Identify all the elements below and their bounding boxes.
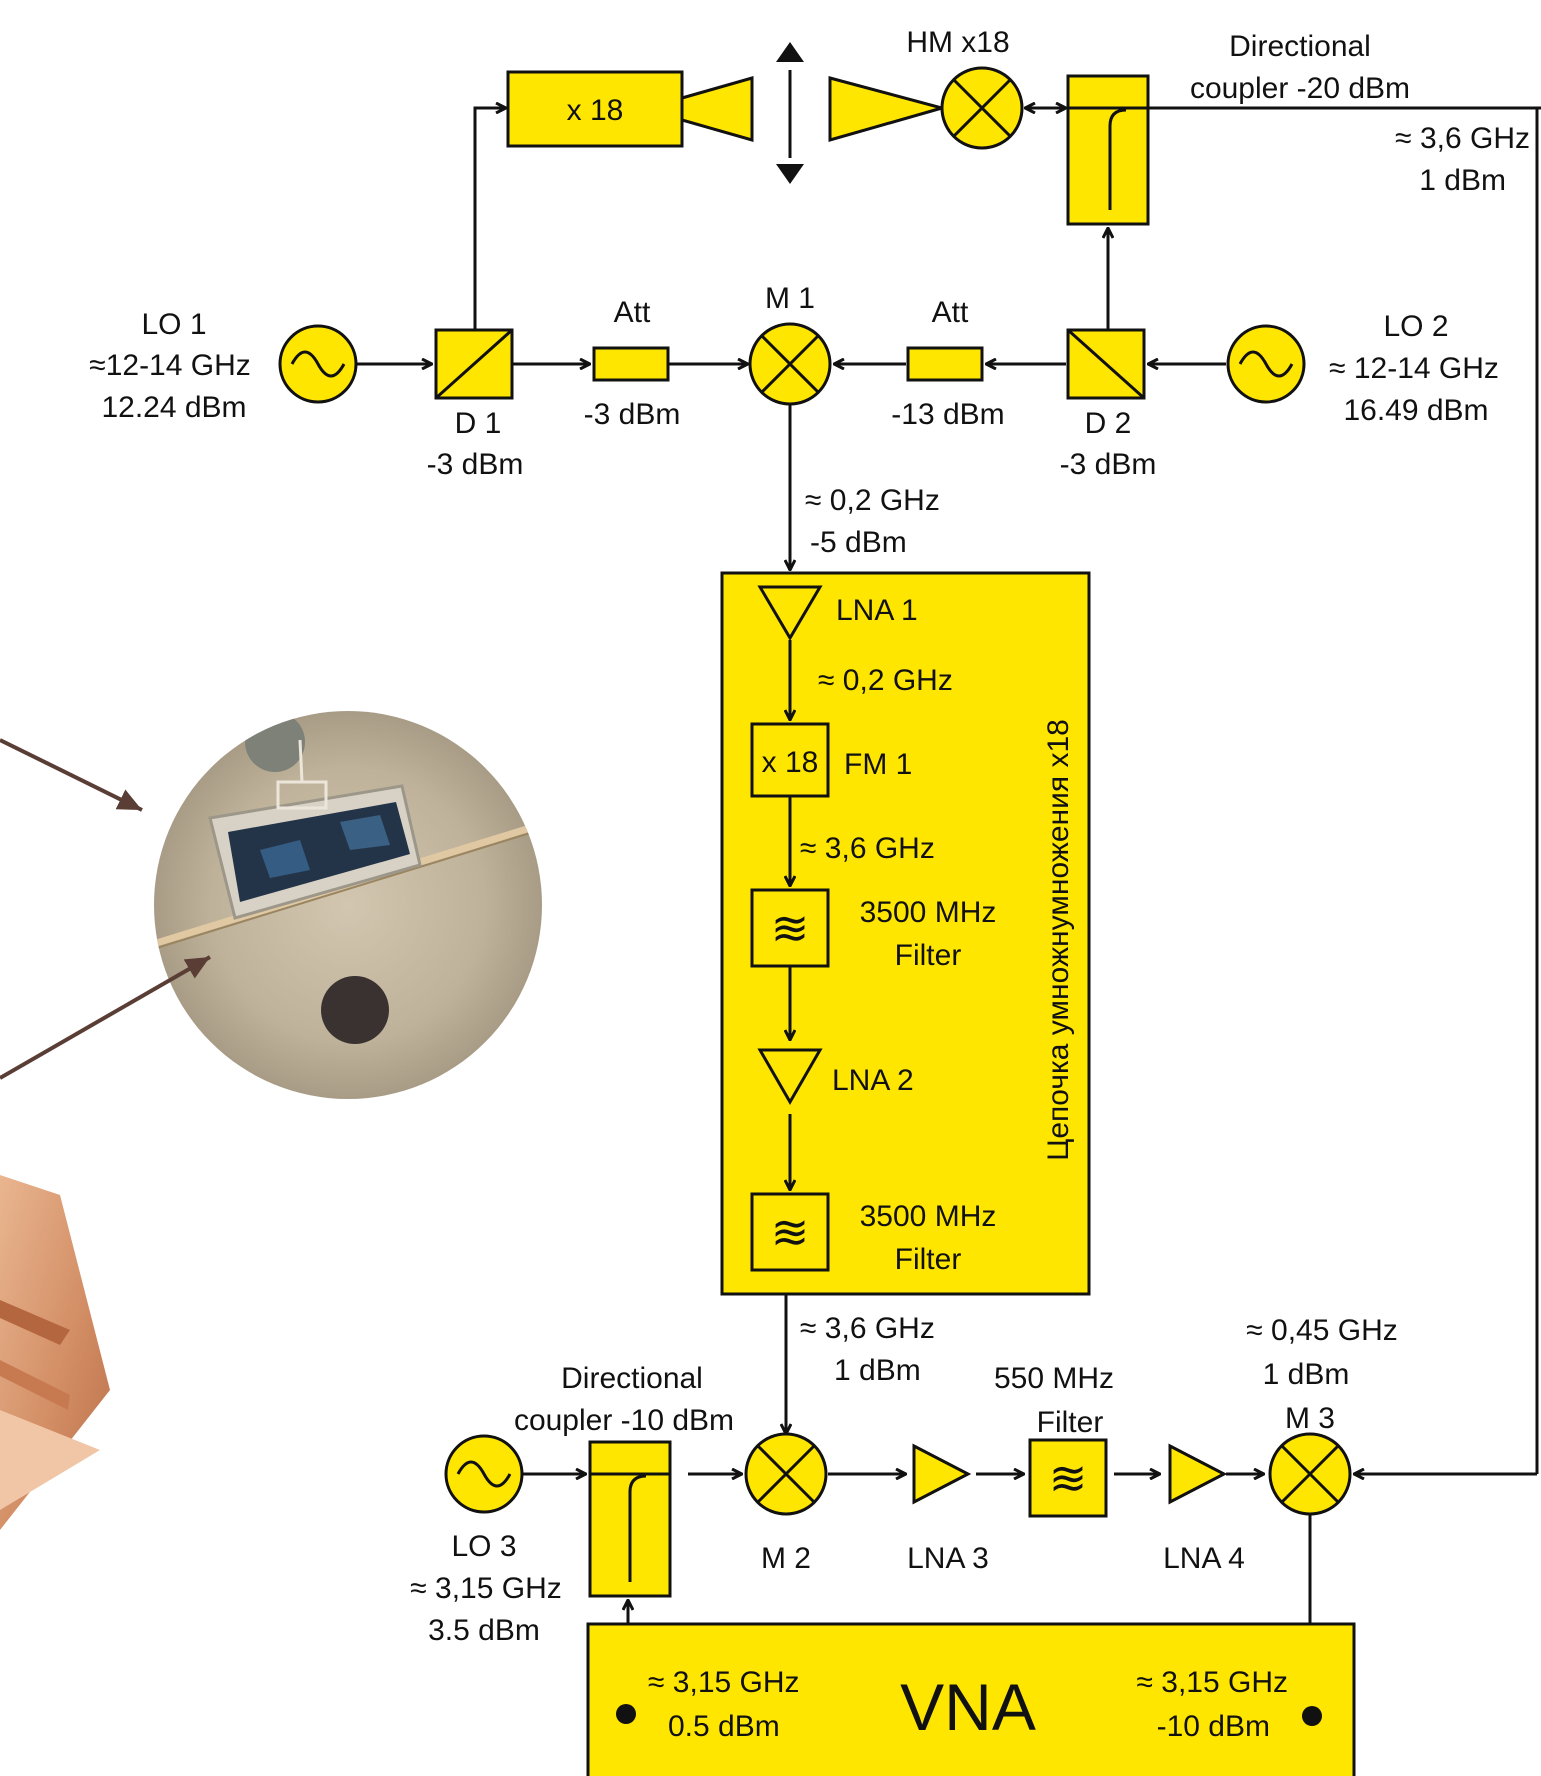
vna-left-power: 0.5 dBm [668, 1710, 780, 1743]
m1-out-freq: ≈ 0,2 GHz [805, 484, 940, 517]
att1-power: -3 dBm [584, 398, 681, 431]
m1-out-power: -5 dBm [810, 526, 907, 559]
lna4-label: LNA 4 [1163, 1542, 1245, 1575]
lna4-icon [1170, 1446, 1224, 1502]
filter2-symbol: ≋ [771, 1206, 810, 1258]
vna-port2-icon [1302, 1706, 1322, 1726]
divider-d2-icon [1068, 330, 1144, 398]
d1-name: D 1 [455, 407, 502, 440]
lo2-freq: ≈ 12-14 GHz [1329, 352, 1499, 385]
directional-coupler-bottom [590, 1442, 670, 1596]
filter550-symbol: ≋ [1049, 1452, 1088, 1504]
chain-freq2: ≈ 3,6 GHz [800, 832, 935, 865]
top-out-power: 1 dBm [1419, 164, 1506, 197]
coupler-top-line1: Directional [1229, 30, 1371, 63]
lo3-freq: ≈ 3,15 GHz [410, 1572, 562, 1605]
lna3-label: LNA 3 [907, 1542, 989, 1575]
lna1-label: LNA 1 [836, 594, 918, 627]
top-out-freq: ≈ 3,6 GHz [1395, 122, 1530, 155]
vna-right-freq: ≈ 3,15 GHz [1136, 1666, 1288, 1699]
filter1-symbol: ≋ [771, 902, 810, 954]
lo3-oscillator-icon [446, 1436, 522, 1512]
vna-title: VNA [900, 1670, 1036, 1744]
vna-right-power: -10 dBm [1157, 1710, 1270, 1743]
m1-name: M 1 [765, 282, 815, 315]
vna-port1-icon [616, 1704, 636, 1724]
filter2-line2: Filter [895, 1243, 962, 1276]
coupler-bottom-line1: Directional [561, 1362, 703, 1395]
att1-name: Att [614, 296, 651, 329]
filter550-line1: 550 MHz [994, 1362, 1114, 1395]
d1-power: -3 dBm [427, 448, 524, 481]
fm1-label: FM 1 [844, 748, 912, 781]
divider-d1-icon [436, 330, 512, 398]
d2-power: -3 dBm [1060, 448, 1157, 481]
m3-in-freq: ≈ 0,45 GHz [1246, 1314, 1398, 1347]
mixer-m2-icon [746, 1434, 826, 1514]
harmonic-mixer-icon [942, 68, 1022, 148]
lo1-oscillator-icon [280, 326, 356, 402]
mixer-m1-icon [750, 324, 830, 404]
m3-in-power: 1 dBm [1263, 1358, 1350, 1391]
lo2-power: 16.49 dBm [1343, 394, 1488, 427]
filter1-line1: 3500 MHz [860, 896, 997, 929]
m2-label: M 2 [761, 1542, 811, 1575]
lo1-freq: ≈12-14 GHz [89, 349, 251, 382]
lo3-name: LO 3 [451, 1530, 516, 1563]
attenuator-1-icon [594, 348, 668, 380]
photo-arrow-lower [0, 957, 210, 1078]
chain-title: Цепочка умножнумножения x18 [1042, 719, 1075, 1161]
d2-name: D 2 [1085, 407, 1132, 440]
coupler-top-line2: coupler -20 dBm [1190, 72, 1410, 105]
chain-out-power: 1 dBm [834, 1354, 921, 1387]
filter2-line1: 3500 MHz [860, 1200, 997, 1233]
lna2-label: LNA 2 [832, 1064, 914, 1097]
microscope-chip-photo [150, 711, 542, 1099]
lna3-icon [914, 1446, 968, 1502]
chain-out-freq: ≈ 3,6 GHz [800, 1312, 935, 1345]
attenuator-2-icon [908, 348, 982, 380]
vna-left-freq: ≈ 3,15 GHz [648, 1666, 800, 1699]
lo1-power: 12.24 dBm [101, 391, 246, 424]
photo-arrow-upper [0, 740, 142, 810]
lo2-oscillator-icon [1228, 326, 1304, 402]
filter550-line2: Filter [1037, 1406, 1104, 1439]
copper-waveguide-photo [0, 1175, 110, 1530]
fm1-block-label: x 18 [762, 746, 819, 779]
lo1-name: LO 1 [141, 308, 206, 341]
harmonic-mixer-label: HM x18 [906, 26, 1009, 59]
horn-antenna-tx-icon [682, 78, 752, 140]
att2-name: Att [932, 296, 969, 329]
m3-label: M 3 [1285, 1402, 1335, 1435]
filter1-line2: Filter [895, 939, 962, 972]
mixer-m3-icon [1270, 1434, 1350, 1514]
lo3-power: 3.5 dBm [428, 1614, 540, 1647]
lo2-name: LO 2 [1383, 310, 1448, 343]
chain-freq1: ≈ 0,2 GHz [818, 664, 953, 697]
coupler-bottom-line2: coupler -10 dBm [514, 1404, 734, 1437]
directional-coupler-top [1068, 76, 1148, 224]
x18-multiplier-label: x 18 [567, 94, 624, 127]
horn-antenna-rx-icon [830, 78, 942, 140]
att2-power: -13 dBm [891, 398, 1004, 431]
